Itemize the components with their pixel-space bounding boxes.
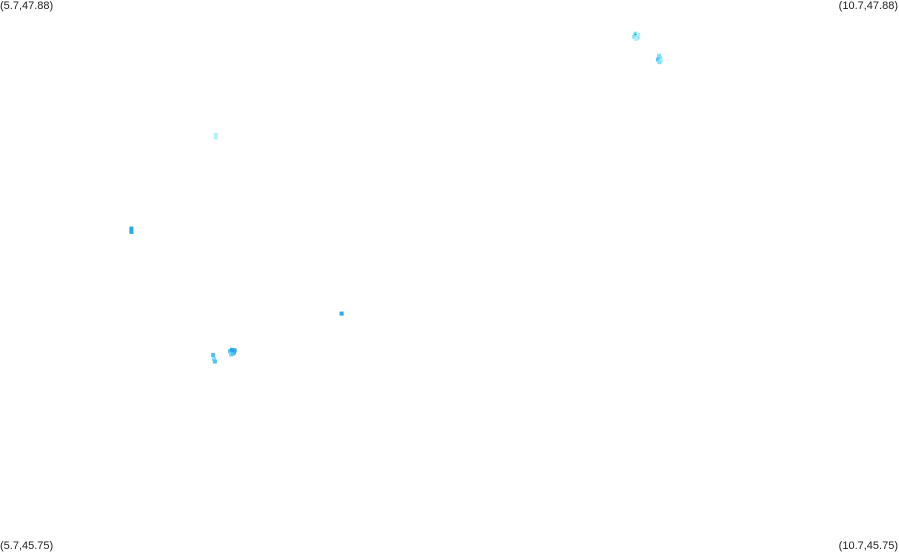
- map-point-cluster-ne-2-8: [656, 57, 661, 62]
- map-point-single-n-11: [213, 132, 218, 137]
- map-point-single-c-15: [339, 311, 344, 316]
- map-point-cluster-ne-2-10: [657, 60, 662, 65]
- map-point-cluster-sw-1-16: [211, 353, 216, 357]
- map-point-cluster-sw-1-18: [212, 359, 217, 364]
- corner-label-bottom-left: (5.7,45.75): [0, 540, 54, 552]
- map-point-single-w-13: [129, 226, 134, 231]
- map-point-cluster-sw-2-24: [232, 348, 237, 353]
- corner-label-bottom-right: (10.7,45.75): [838, 540, 898, 552]
- map-point-single-w-14: [129, 229, 134, 234]
- map-point-cluster-sw-1-17: [212, 356, 216, 361]
- map-point-cluster-ne-2-7: [658, 56, 663, 61]
- map-point-cluster-ne-1-0: [633, 31, 638, 36]
- map-point-cluster-ne-1-4: [632, 34, 637, 39]
- map-point-cluster-ne-2-6: [657, 53, 661, 58]
- corner-label-top-left: (5.7,47.88): [0, 0, 54, 12]
- map-point-cluster-sw-2-23: [230, 351, 235, 356]
- map-point-cluster-ne-1-3: [636, 33, 641, 37]
- map-point-cluster-sw-2-20: [229, 347, 234, 352]
- corner-label-top-right: (10.7,47.88): [838, 0, 898, 12]
- map-point-cluster-ne-1-5: [634, 36, 639, 41]
- map-point-single-n-12: [213, 135, 218, 140]
